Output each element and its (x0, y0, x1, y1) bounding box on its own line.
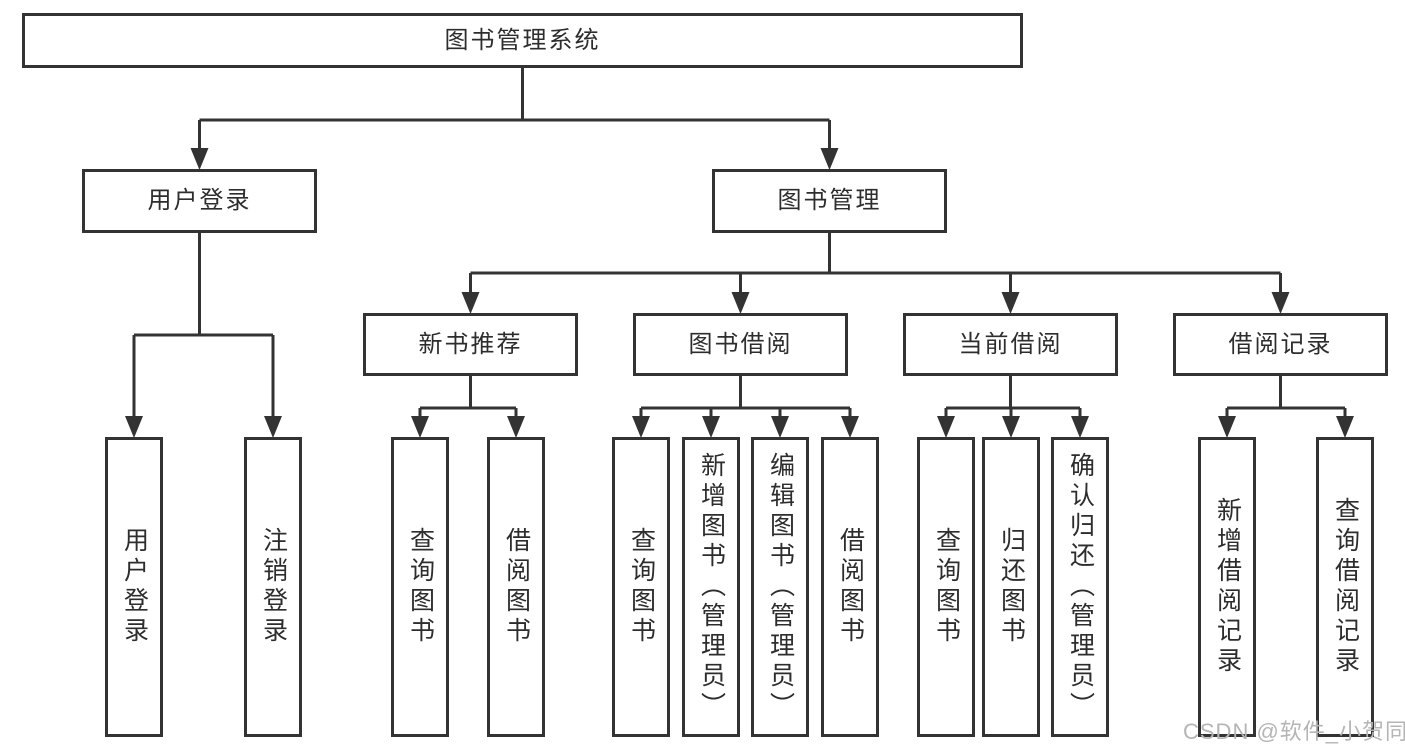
leaf-add-borrow-record: 新增借阅记录 (1198, 437, 1256, 737)
leaf-borrow-books-borrowing: 借阅图书 (821, 437, 879, 737)
arrowhead-icon (702, 416, 720, 438)
node-book-borrowing: 图书借阅 (633, 313, 848, 376)
arrowhead-icon (771, 416, 789, 438)
node-library-management-system: 图书管理系统 (22, 13, 1023, 68)
arrowhead-icon (731, 292, 750, 314)
arrowhead-icon (190, 148, 209, 170)
leaf-return-books: 归还图书 (982, 437, 1040, 737)
arrowhead-icon (820, 148, 839, 170)
leaf-confirm-return-admin: 确认归还（管理员） (1051, 437, 1109, 737)
node-borrowing-records: 借阅记录 (1173, 313, 1388, 376)
watermark: CSDN @软件_小贺同学 (1183, 719, 1405, 744)
arrowhead-icon (1001, 292, 1020, 314)
arrowhead-icon (507, 416, 525, 438)
arrowhead-icon (632, 416, 650, 438)
node-user-login: 用户登录 (82, 169, 317, 233)
arrowhead-icon (1002, 416, 1020, 438)
arrowhead-icon (937, 416, 955, 438)
leaf-user-login: 用户登录 (105, 437, 163, 737)
leaf-logout: 注销登录 (244, 437, 302, 737)
arrowhead-icon (264, 416, 282, 438)
arrowhead-icon (841, 416, 859, 438)
leaf-add-book-admin: 新增图书（管理员） (682, 437, 740, 737)
leaf-query-borrow-record: 查询借阅记录 (1316, 437, 1374, 737)
arrowhead-icon (1071, 416, 1089, 438)
leaf-borrow-books-recommendation: 借阅图书 (487, 437, 545, 737)
arrowhead-icon (461, 292, 480, 314)
leaf-edit-book-admin: 编辑图书（管理员） (751, 437, 809, 737)
node-current-borrowing: 当前借阅 (903, 313, 1118, 376)
arrowhead-icon (411, 416, 429, 438)
node-book-management: 图书管理 (712, 169, 947, 233)
leaf-query-books-recommendation: 查询图书 (391, 437, 449, 737)
arrowhead-icon (1271, 292, 1290, 314)
arrowhead-icon (1336, 416, 1354, 438)
leaf-query-books-current: 查询图书 (917, 437, 975, 737)
arrowhead-icon (125, 416, 143, 438)
node-new-book-recommendation: 新书推荐 (363, 313, 578, 376)
arrowhead-icon (1218, 416, 1236, 438)
leaf-query-books-borrowing: 查询图书 (612, 437, 670, 737)
